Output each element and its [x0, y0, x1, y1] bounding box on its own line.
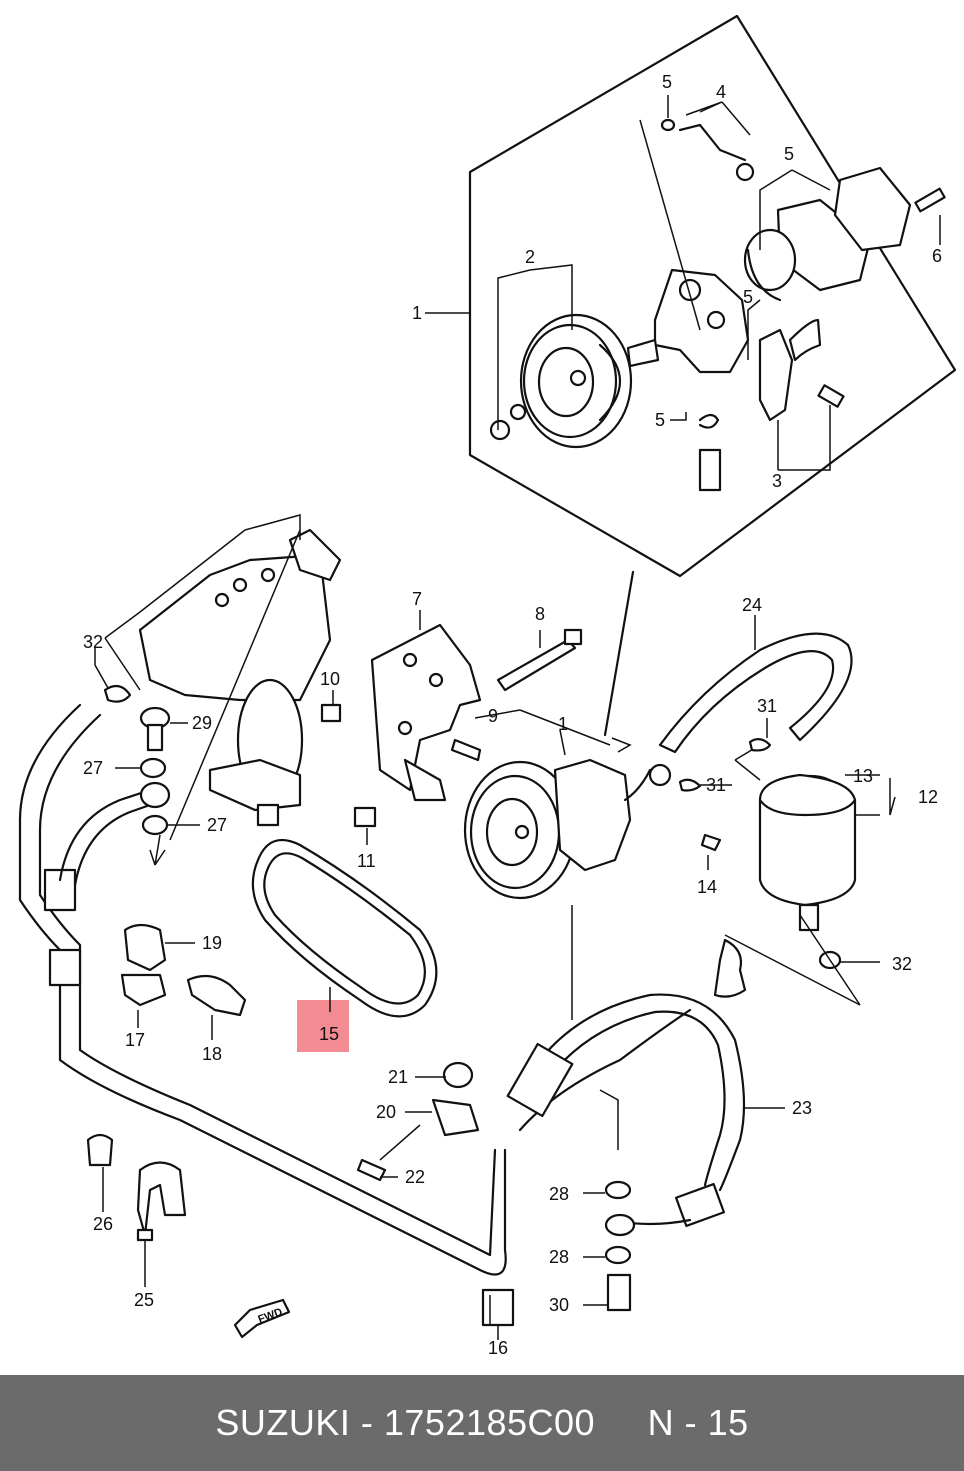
callout-1: 1 [558, 714, 568, 734]
callout-26: 26 [93, 1214, 113, 1234]
return-hose [18, 703, 507, 1276]
callout-28-lower: 28 [549, 1247, 569, 1267]
callout-16: 16 [488, 1338, 508, 1358]
pressure-line-gearbox [58, 788, 152, 882]
callout-32-right: 32 [892, 954, 912, 974]
callout-6: 6 [932, 246, 942, 266]
callout-4: 4 [716, 82, 726, 102]
fluid-reservoir [734, 744, 857, 932]
callout-10: 10 [320, 669, 340, 689]
pump-bracket [370, 623, 482, 802]
callout-29: 29 [192, 713, 212, 733]
highlight-box [297, 1000, 349, 1052]
callout-31-lower: 31 [706, 775, 726, 795]
leader-lines [94, 610, 896, 1340]
callout-15: 15 [319, 1024, 339, 1044]
footer-caption: SUZUKI - 1752185C00 N - 15 [215, 1402, 749, 1443]
callout-30: 30 [549, 1295, 569, 1315]
fwd-arrow-icon: FWD [233, 1298, 291, 1339]
callout-32-left: 32 [83, 632, 103, 652]
power-steering-exploded-diagram: FWD 1 2 [18, 14, 957, 1358]
callout-28-upper: 28 [549, 1184, 569, 1204]
drive-belt [251, 838, 438, 1018]
callout-3: 3 [772, 471, 782, 491]
callout-labels: 1 2 3 4 5 5 5 5 6 1 7 8 9 10 11 12 13 14… [83, 72, 942, 1358]
callout-12: 12 [918, 787, 938, 807]
callout-2: 2 [525, 247, 535, 267]
steering-gearbox [104, 514, 342, 841]
callout-13: 13 [853, 766, 873, 786]
callout-5-cover: 5 [784, 144, 794, 164]
pressure-hose [506, 993, 746, 1228]
suction-hose [658, 632, 853, 754]
inset-connector [603, 570, 635, 737]
callout-17: 17 [125, 1030, 145, 1050]
callout-21: 21 [388, 1067, 408, 1087]
callout-9: 9 [488, 706, 498, 726]
power-steering-pump [463, 758, 672, 900]
callout-8: 8 [535, 604, 545, 624]
bolt-8 [496, 638, 577, 692]
callout-7: 7 [412, 589, 422, 609]
callout-5-top: 5 [662, 72, 672, 92]
callout-24: 24 [742, 595, 762, 615]
pump-detail-inset [425, 14, 957, 578]
callout-23: 23 [792, 1098, 812, 1118]
callout-18: 18 [202, 1044, 222, 1064]
callout-27-upper: 27 [83, 758, 103, 778]
callout-25: 25 [134, 1290, 154, 1310]
callout-5-low: 5 [655, 410, 665, 430]
callout-14: 14 [697, 877, 717, 897]
callout-19: 19 [202, 933, 222, 953]
callout-1-inset: 1 [412, 303, 422, 323]
callout-31-upper: 31 [757, 696, 777, 716]
callout-27-lower: 27 [207, 815, 227, 835]
callout-20: 20 [376, 1102, 396, 1122]
callout-22: 22 [405, 1167, 425, 1187]
callout-5-mid: 5 [743, 287, 753, 307]
footer-bar: SUZUKI - 1752185C00 N - 15 [0, 1375, 964, 1471]
callout-11: 11 [357, 851, 376, 871]
